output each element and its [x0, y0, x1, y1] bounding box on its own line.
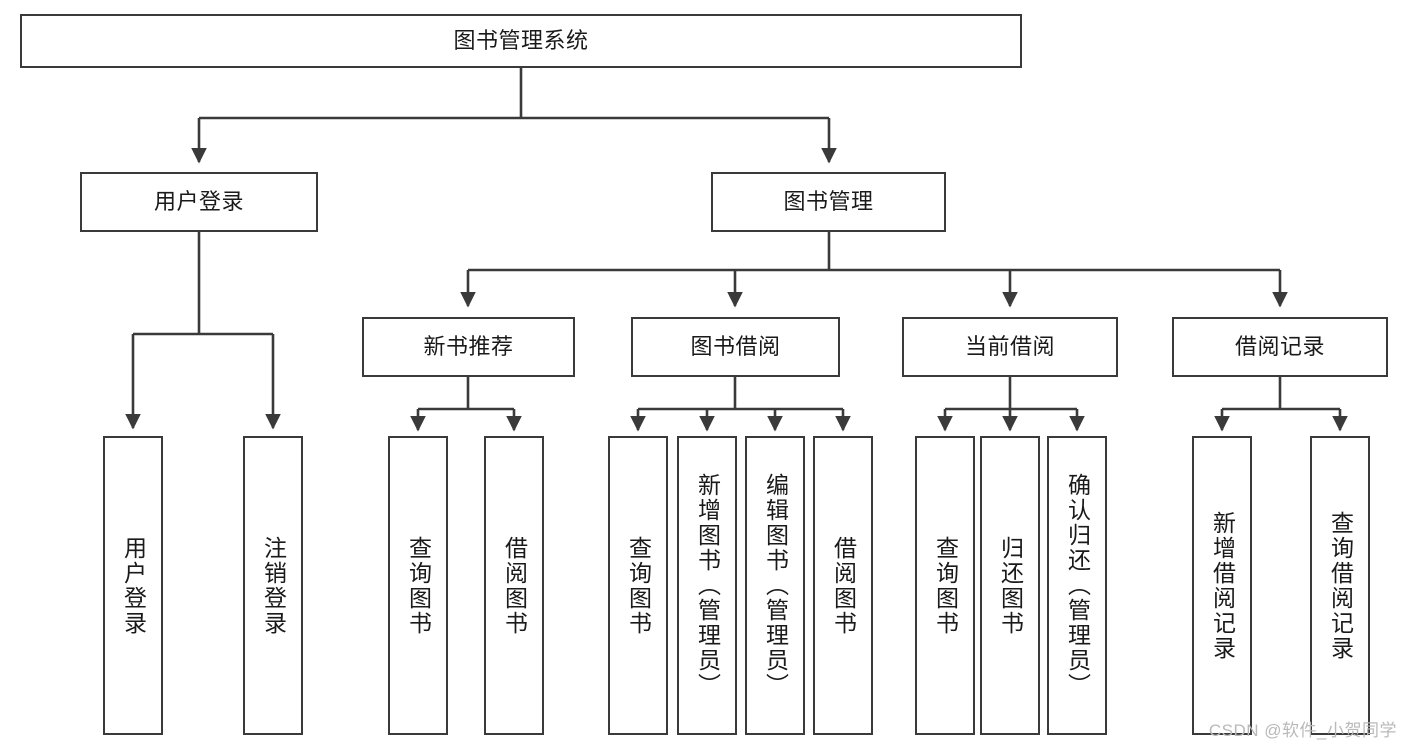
leaf-borrow-query-book[interactable]: 查询图书: [608, 436, 668, 735]
node-label: 查询图书: [932, 535, 959, 636]
node-label: 用户登录: [153, 189, 244, 215]
leaf-recommend-borrow-book[interactable]: 借阅图书: [484, 436, 544, 735]
node-label: 新书推荐: [423, 334, 514, 360]
leaf-current-query-book[interactable]: 查询图书: [915, 436, 975, 735]
node-label: 新增借阅记录: [1209, 510, 1236, 661]
node-label: 借阅图书: [501, 535, 528, 636]
node-book-borrow[interactable]: 图书借阅: [631, 317, 840, 377]
node-book-management[interactable]: 图书管理: [711, 172, 946, 232]
node-label: 查询图书: [625, 535, 652, 636]
node-label: 查询图书: [405, 535, 432, 636]
node-borrow-record[interactable]: 借阅记录: [1172, 317, 1388, 377]
node-label: 编辑图书（管理员）: [762, 473, 789, 698]
leaf-current-return-book[interactable]: 归还图书: [980, 436, 1040, 735]
node-current-borrow[interactable]: 当前借阅: [902, 317, 1118, 377]
node-label: 查询借阅记录: [1327, 510, 1354, 661]
node-label: 图书管理系统: [453, 28, 589, 54]
node-label: 图书管理: [783, 189, 874, 215]
leaf-user-login-login[interactable]: 用户登录: [103, 436, 163, 735]
leaf-borrow-add-book-admin[interactable]: 新增图书（管理员）: [677, 436, 737, 735]
node-label: 用户登录: [120, 535, 147, 636]
node-user-login[interactable]: 用户登录: [80, 172, 318, 232]
node-label: 借阅记录: [1234, 334, 1325, 360]
leaf-record-add-record[interactable]: 新增借阅记录: [1192, 436, 1252, 735]
node-label: 归还图书: [997, 535, 1024, 636]
leaf-recommend-query-book[interactable]: 查询图书: [388, 436, 448, 735]
leaf-borrow-borrow-book[interactable]: 借阅图书: [813, 436, 873, 735]
node-label: 注销登录: [260, 535, 287, 636]
leaf-record-query-record[interactable]: 查询借阅记录: [1310, 436, 1370, 735]
leaf-borrow-edit-book-admin[interactable]: 编辑图书（管理员）: [745, 436, 805, 735]
leaf-user-login-logout[interactable]: 注销登录: [243, 436, 303, 735]
node-label: 确认归还（管理员）: [1064, 473, 1091, 698]
csdn-watermark: CSDN @软件_小贺同学: [1208, 721, 1397, 740]
node-label: 借阅图书: [830, 535, 857, 636]
leaf-current-confirm-return-admin[interactable]: 确认归还（管理员）: [1047, 436, 1107, 735]
node-label: 当前借阅: [964, 334, 1055, 360]
node-label: 新增图书（管理员）: [694, 473, 721, 698]
node-label: 图书借阅: [690, 334, 781, 360]
node-root-system[interactable]: 图书管理系统: [20, 14, 1022, 68]
node-new-book-recommend[interactable]: 新书推荐: [362, 317, 575, 377]
